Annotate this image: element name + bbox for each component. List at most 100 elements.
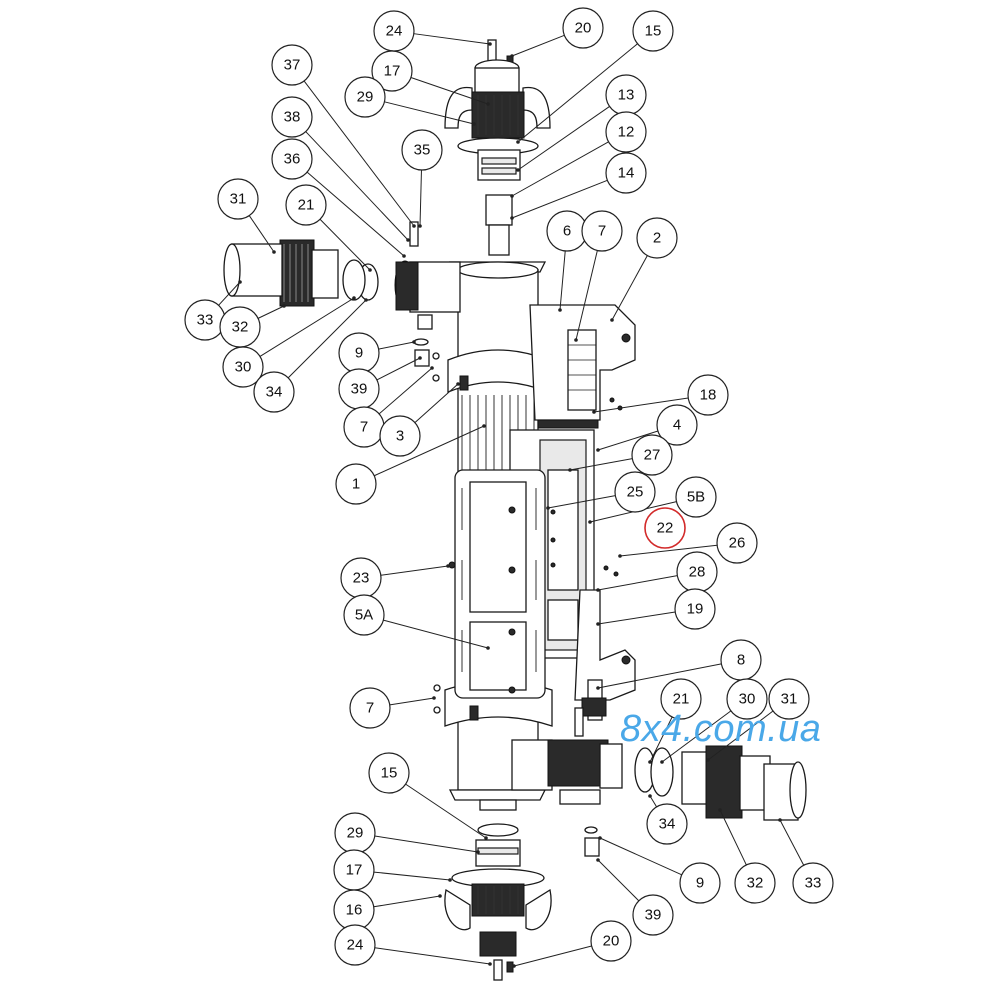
callout-circle xyxy=(605,111,647,153)
leader-line-37 xyxy=(303,80,415,227)
callout-39: 39 xyxy=(338,368,380,410)
leader-arrowhead xyxy=(272,250,276,254)
callout-number: 9 xyxy=(355,345,363,362)
callout-number: 21 xyxy=(673,691,690,708)
callout-circle xyxy=(590,920,632,962)
leader-arrowhead xyxy=(516,140,520,144)
callout-circle xyxy=(368,752,410,794)
callout-number: 17 xyxy=(384,63,401,80)
callout-circle xyxy=(656,404,698,446)
callout-number: 34 xyxy=(266,384,283,401)
leader-line-21 xyxy=(649,716,673,763)
callout-circle xyxy=(344,76,386,118)
right-bracket-controller xyxy=(509,304,636,701)
leader-line-24 xyxy=(413,33,491,45)
callout-number: 38 xyxy=(284,109,301,126)
leader-line-15 xyxy=(517,43,638,143)
callout-circle xyxy=(343,594,385,636)
callout-circle xyxy=(734,862,776,904)
callout-14: 14 xyxy=(605,152,647,194)
leader-arrowhead xyxy=(610,318,614,322)
leader-arrowhead xyxy=(282,304,286,308)
callout-circle xyxy=(217,178,259,220)
front-cover xyxy=(448,469,546,699)
callout-number: 16 xyxy=(346,902,363,919)
callout-number: 7 xyxy=(366,700,374,717)
callout-number: 6 xyxy=(563,223,571,240)
leader-arrowhead xyxy=(648,794,652,798)
callout-number: 12 xyxy=(618,124,635,141)
callout-number: 7 xyxy=(598,223,606,240)
callout-circle xyxy=(687,374,729,416)
leader-line-2 xyxy=(611,255,648,321)
leader-arrowhead xyxy=(352,296,356,300)
callout-38: 38 xyxy=(271,96,313,138)
callout-circle xyxy=(792,862,834,904)
leader-line-29 xyxy=(374,835,479,853)
callout-number: 5A xyxy=(355,607,373,624)
callout-circle xyxy=(636,217,678,259)
callout-18: 18 xyxy=(687,374,729,416)
callout-15: 15 xyxy=(632,10,674,52)
leader-line-32 xyxy=(719,809,747,866)
leader-arrowhead xyxy=(418,224,422,228)
callout-number: 22 xyxy=(657,520,674,537)
left-inlet-port xyxy=(223,221,461,330)
callout-number: 29 xyxy=(347,825,364,842)
callout-number: 31 xyxy=(230,191,247,208)
leader-line-19 xyxy=(597,611,676,625)
callout-circle xyxy=(646,803,688,845)
leader-line-13 xyxy=(517,105,610,171)
leader-line-30 xyxy=(661,710,732,763)
callout-number: 15 xyxy=(381,765,398,782)
leader-arrowhead xyxy=(596,622,600,626)
leader-line-39 xyxy=(376,357,421,381)
callout-20: 20 xyxy=(562,7,604,49)
leader-line-20 xyxy=(513,945,592,967)
callout-8: 8 xyxy=(720,639,762,681)
callout-number: 20 xyxy=(603,933,620,950)
callout-24: 24 xyxy=(373,10,415,52)
leader-arrowhead xyxy=(406,238,410,242)
callout-number: 29 xyxy=(357,89,374,106)
callout-number: 23 xyxy=(353,570,370,587)
callout-circle xyxy=(271,138,313,180)
callout-circle xyxy=(371,50,413,92)
leader-line-7 xyxy=(575,250,598,341)
leader-line-9 xyxy=(378,341,415,350)
leader-line-35 xyxy=(419,169,422,227)
leader-arrowhead xyxy=(430,366,434,370)
leader-line-23 xyxy=(380,565,449,576)
callout-circle xyxy=(253,371,295,413)
callout-circle xyxy=(675,476,717,518)
leader-line-39 xyxy=(597,859,640,902)
callout-21: 21 xyxy=(285,184,327,226)
watermark-text: 8x4.com.ua xyxy=(620,708,822,750)
callout-circle xyxy=(271,44,313,86)
callout-33: 33 xyxy=(792,862,834,904)
leader-arrowhead xyxy=(446,564,450,568)
bottom-lamp-cap xyxy=(444,823,552,981)
callout-number: 25 xyxy=(627,484,644,501)
leader-lines xyxy=(218,33,805,968)
leader-line-3 xyxy=(414,383,459,424)
callout-number: 8 xyxy=(737,652,745,669)
leader-line-28 xyxy=(597,575,678,591)
leader-arrowhead xyxy=(364,298,368,302)
leader-line-29 xyxy=(384,101,475,125)
callout-number: 18 xyxy=(700,387,717,404)
leader-line-16 xyxy=(373,895,441,908)
leader-line-21 xyxy=(319,218,371,271)
callout-number: 30 xyxy=(235,359,252,376)
callout-number: 21 xyxy=(298,197,315,214)
leader-line-8 xyxy=(597,663,722,689)
leader-line-25 xyxy=(547,495,616,509)
callout-circle xyxy=(716,522,758,564)
leader-arrowhead xyxy=(486,102,490,106)
callout-number: 32 xyxy=(747,875,764,892)
bottom-outlet-port xyxy=(511,679,807,857)
leader-arrowhead xyxy=(368,268,372,272)
callout-number: 17 xyxy=(346,862,363,879)
leader-arrowhead xyxy=(510,54,514,58)
